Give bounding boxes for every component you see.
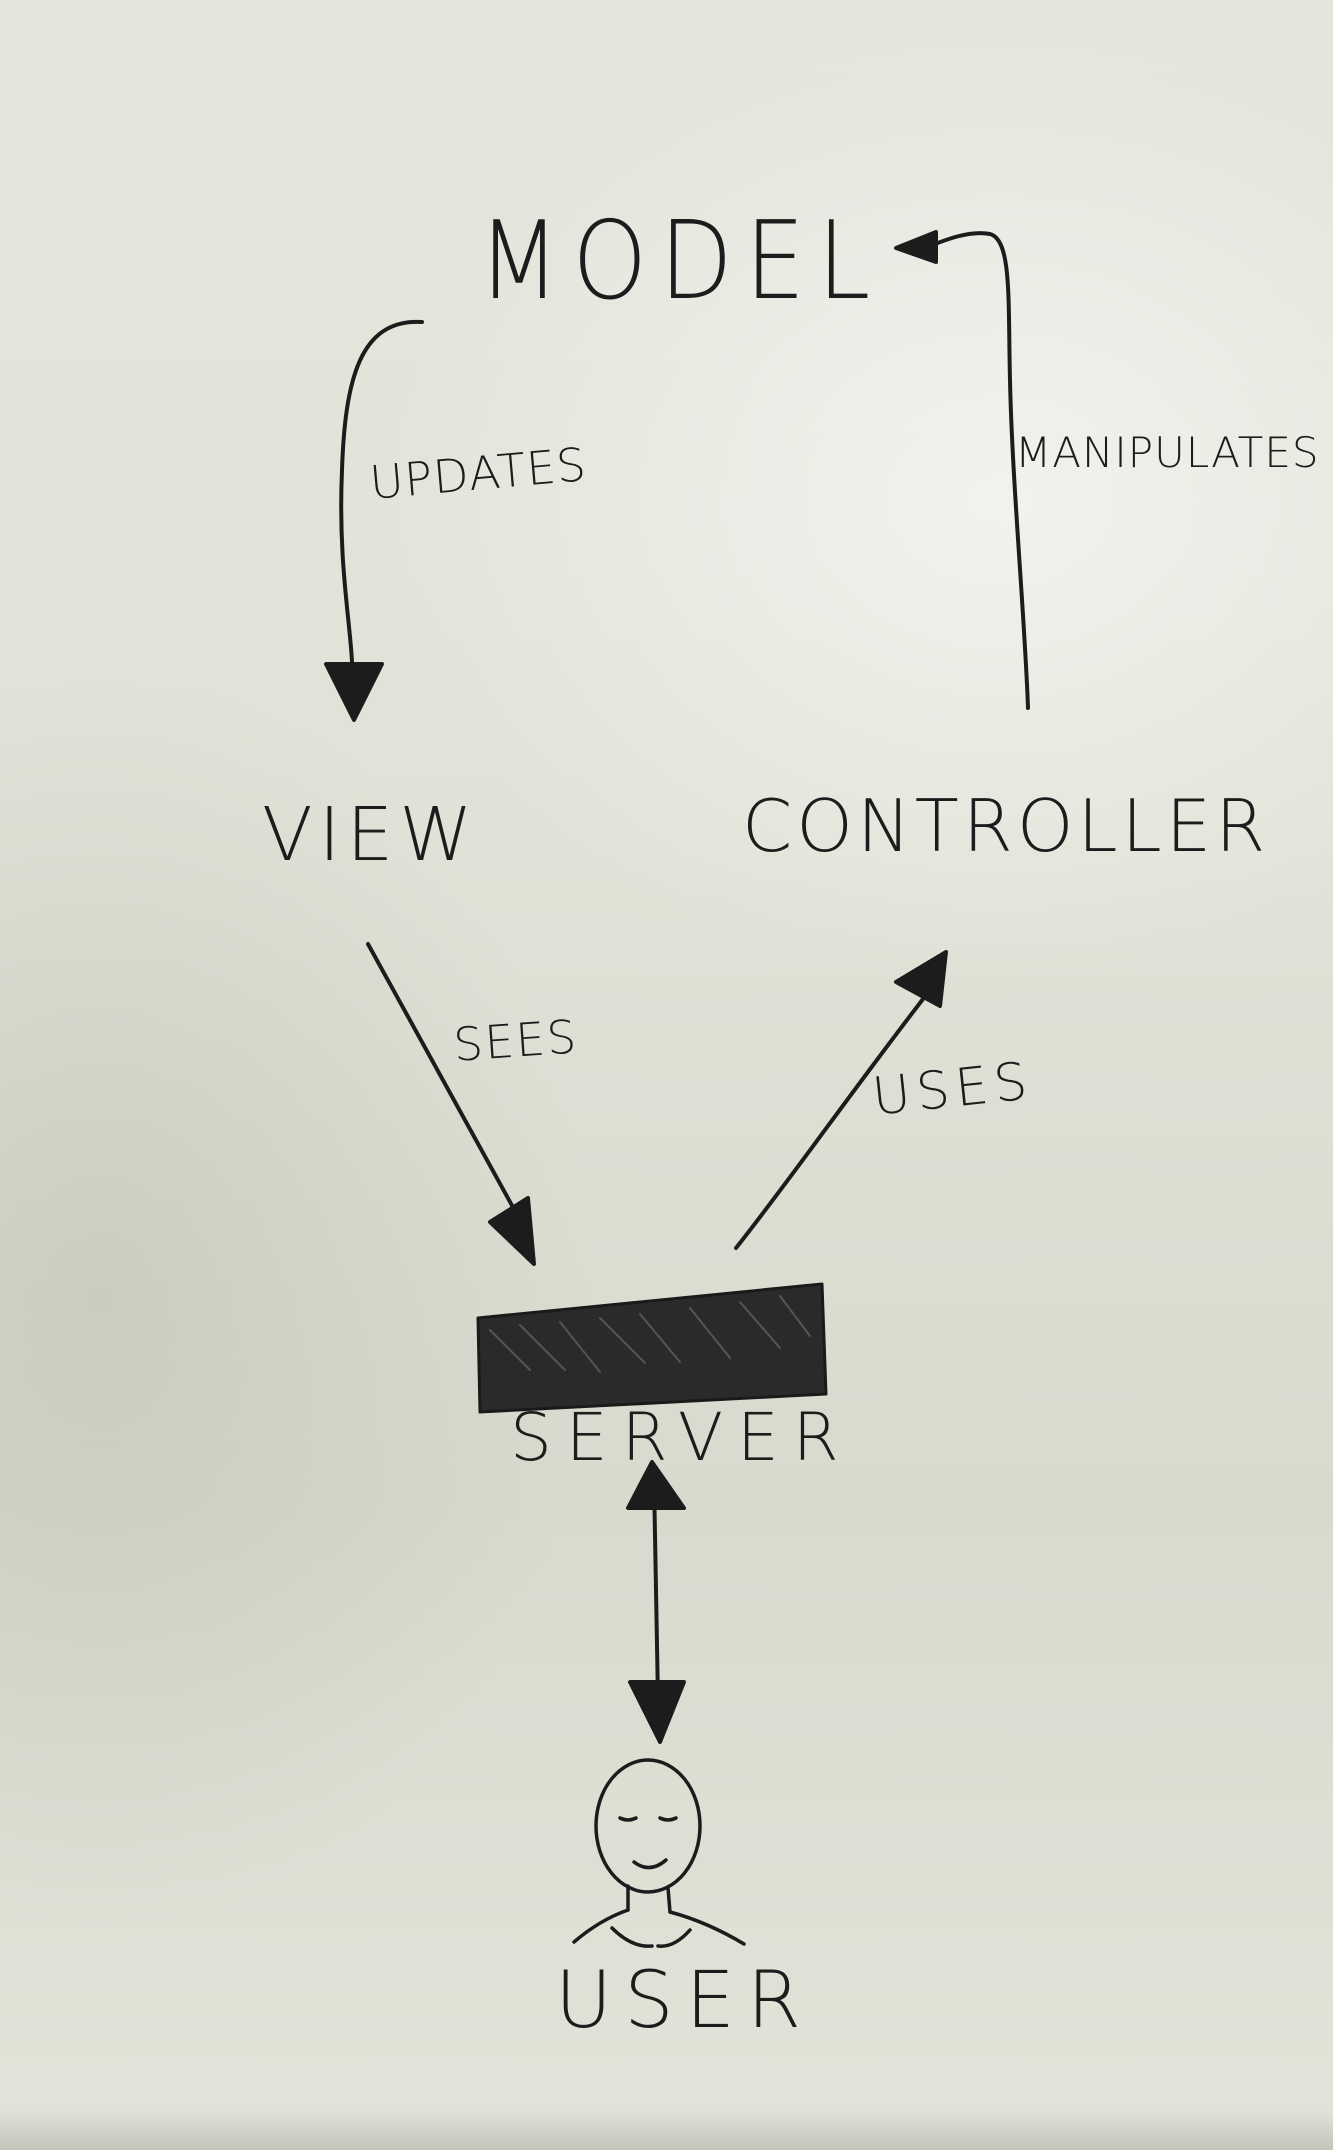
edge-sees-label: SEES (451, 1009, 580, 1072)
user-collar (610, 1926, 692, 1948)
node-view-label: VIEW (262, 792, 479, 878)
arrow-server-user (652, 1478, 660, 1702)
arrowhead-server-bottom (626, 1460, 686, 1510)
arrow-view-to-server (366, 942, 522, 1222)
node-user-label: USER (555, 1956, 814, 2046)
arrow-model-to-view (339, 319, 424, 664)
arrowhead-controller (894, 950, 948, 1008)
paper-edge-shadow (0, 2110, 1333, 2150)
user-mouth (632, 1858, 668, 1870)
user-shoulders (572, 1908, 746, 1946)
edge-uses-label: USES (869, 1051, 1036, 1128)
arrowhead-server-left (488, 1196, 536, 1266)
node-controller-label: CONTROLLER (742, 784, 1270, 868)
arrow-server-to-controller (734, 988, 932, 1250)
user-eyes (618, 1816, 678, 1822)
arrowhead-view (324, 662, 384, 722)
user-neck (626, 1884, 672, 1914)
node-server-label: SERVER (510, 1399, 853, 1476)
arrow-controller-to-model (928, 231, 1030, 710)
user-head (594, 1758, 702, 1894)
node-model-label: MODEL (478, 199, 883, 324)
redaction-block (476, 1282, 828, 1414)
user-figure (572, 1758, 746, 1948)
arrowhead-model (894, 230, 938, 264)
arrowhead-user (628, 1680, 686, 1744)
redaction-scribbles (489, 1295, 811, 1373)
edge-manipulates-label: MANIPULATES (1015, 428, 1320, 477)
